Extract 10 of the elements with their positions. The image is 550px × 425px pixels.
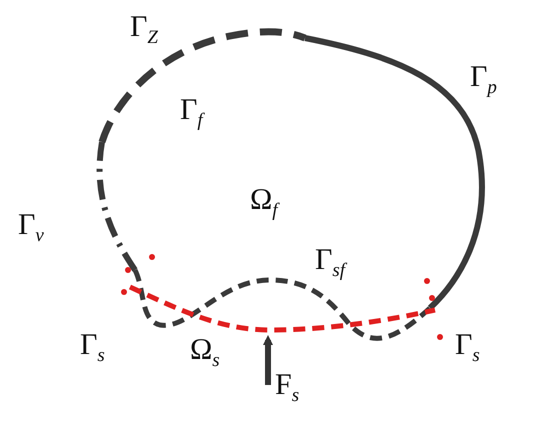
- boundary-label: Γ$_{Z}$: [130, 12, 158, 47]
- domain-label: Ω$_{f}$: [250, 185, 278, 220]
- force-label: F$_{s}$: [275, 370, 300, 405]
- domain-label: Ω$_{s}$: [190, 335, 220, 370]
- boundary-label: Γ$_{f}$: [180, 95, 203, 130]
- boundary-label: Γ$_{v}$: [18, 210, 44, 245]
- boundary-label: Γ$_{sf}$: [315, 245, 346, 280]
- boundary-label: Γ$_{p}$: [470, 62, 497, 97]
- boundary-label: Γ$_{s}$: [455, 330, 480, 365]
- boundary-label: Γ$_{s}$: [80, 330, 105, 365]
